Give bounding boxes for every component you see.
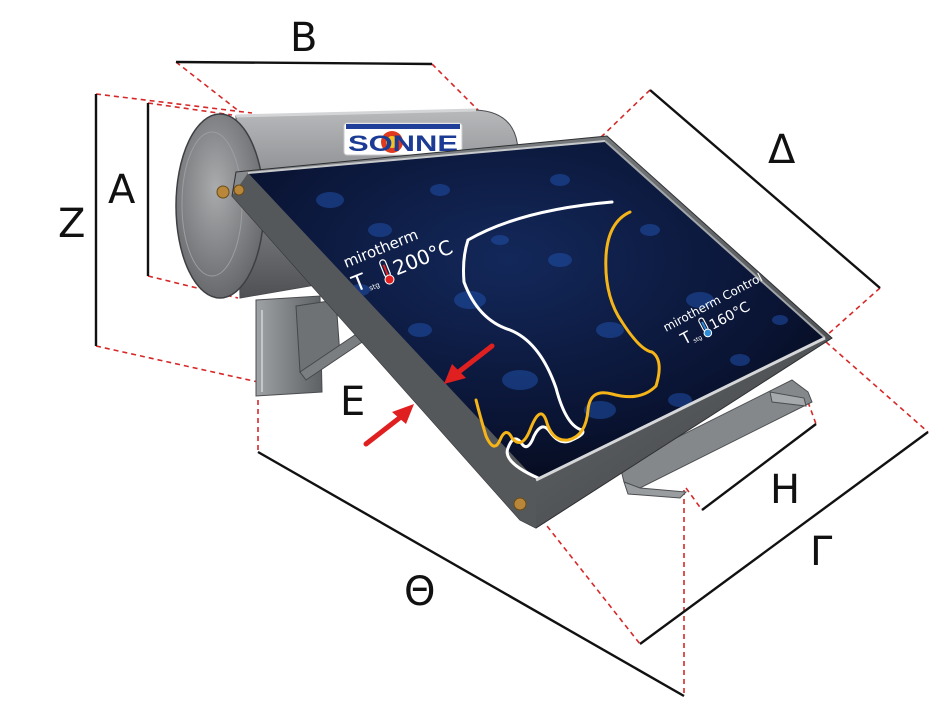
thermometer-icon: [379, 259, 395, 285]
dimension-line-gamma: [639, 431, 929, 645]
collector-inlet-fitting: [233, 184, 245, 196]
dimension-line-theta: [257, 450, 685, 698]
dimension-lines: [94, 60, 929, 698]
extension-line-z-bottom: [95, 345, 259, 383]
left-label-subscript: stg: [368, 281, 381, 292]
tank-inlet-fitting: [216, 185, 230, 199]
dimension-line-h: [701, 423, 817, 511]
dimension-label-theta: Θ: [404, 569, 436, 615]
dimension-label-gamma: Γ: [810, 529, 833, 575]
collector-outlet-fitting: [513, 497, 527, 511]
arrow-lower: [363, 404, 414, 447]
extension-line-h-right: [807, 401, 817, 425]
collector-rear-support: [619, 379, 813, 499]
extension-line-a-bottom: [147, 275, 239, 299]
dimension-label-a: A: [108, 167, 136, 213]
dimension-label-e: E: [340, 379, 366, 425]
dimension-line-b: [175, 60, 433, 66]
solar-collector: mirotherm T stg 200°C mirotherm Control …: [231, 135, 833, 529]
extension-line-z-top: [95, 93, 253, 114]
dimension-label-h: H: [770, 467, 801, 513]
thermometer-icon: [698, 317, 713, 338]
tank-stand: [255, 295, 387, 397]
dimension-label-b: B: [290, 15, 318, 61]
extension-line-delta-top: [597, 89, 651, 141]
dimension-label-delta: Δ: [768, 127, 796, 173]
dimension-label-z: Z: [58, 201, 86, 247]
extension-line-b-left: [175, 61, 241, 113]
thickness-arrows: [363, 343, 495, 447]
right-label-subscript: stg: [692, 334, 704, 345]
yellow-efficiency-curve: [474, 210, 661, 448]
extension-line-delta-bottom: [825, 287, 881, 337]
sonne-brand-plate: SONNE: [343, 122, 463, 156]
arrow-upper: [444, 343, 495, 384]
extension-line-h-left: [685, 487, 703, 511]
extension-line-gamma-right: [825, 341, 929, 433]
extension-line-gamma-left: [535, 511, 641, 645]
dimension-line-delta: [649, 89, 881, 289]
